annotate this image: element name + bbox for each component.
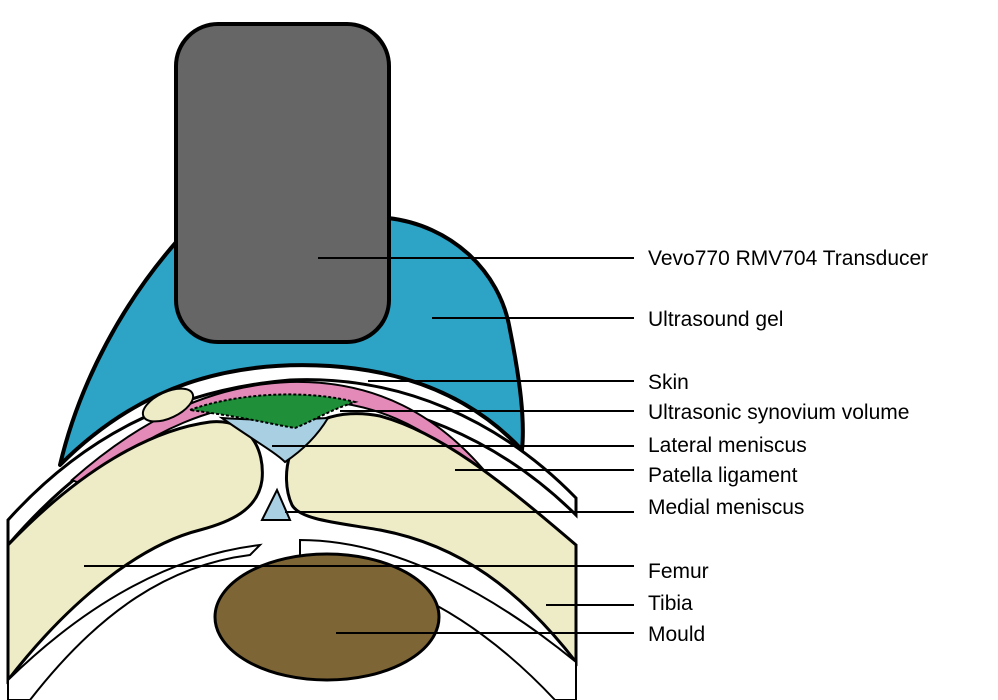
transducer <box>176 24 389 342</box>
label-mould: Mould <box>648 623 705 646</box>
label-skin: Skin <box>648 371 689 394</box>
label-femur: Femur <box>648 560 709 583</box>
label-patella-ligament: Patella ligament <box>648 464 798 487</box>
label-synovium: Ultrasonic synovium volume <box>648 401 909 424</box>
label-medial-meniscus: Medial meniscus <box>648 496 804 519</box>
label-lateral-meniscus: Lateral meniscus <box>648 434 807 457</box>
label-gel: Ultrasound gel <box>648 308 783 331</box>
label-transducer: Vevo770 RMV704 Transducer <box>648 247 928 270</box>
label-tibia: Tibia <box>648 592 693 615</box>
medial-meniscus <box>262 490 290 520</box>
mould <box>215 554 439 680</box>
